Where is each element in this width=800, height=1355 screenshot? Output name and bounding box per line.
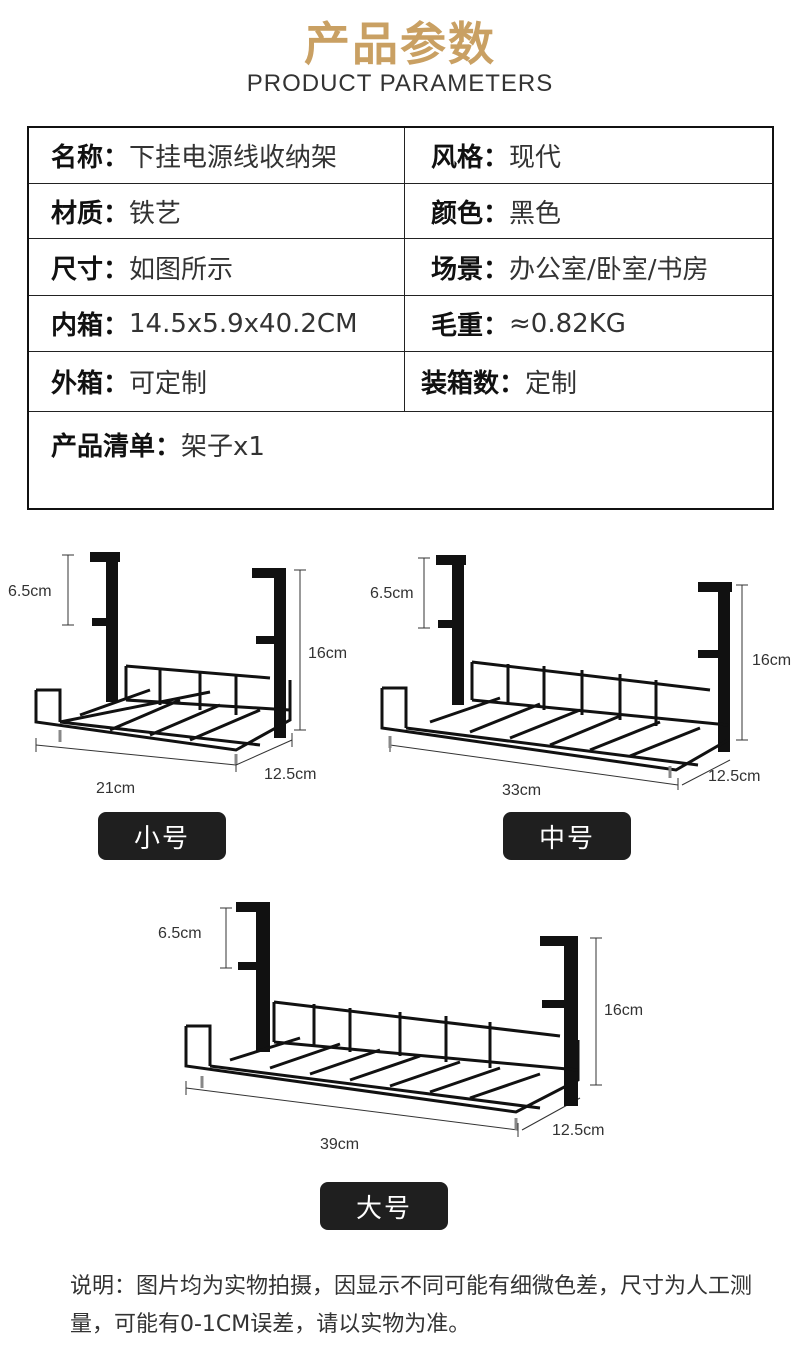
column-divider [404, 128, 405, 183]
table-row: 内箱：14.5x5.9x40.2CM 毛重：≈0.82KG [29, 296, 772, 352]
product-medium: 6.5cm 16cm 33cm 12.5cm 中号 [360, 540, 800, 870]
column-divider [404, 239, 405, 295]
param-list: 产品清单：架子x1 [51, 431, 265, 462]
product-large: 6.5cm 16cm 39cm 12.5cm 大号 [150, 890, 650, 1235]
large-length-dimension: 39cm [320, 1136, 360, 1153]
column-divider [404, 184, 405, 238]
small-clamp-dimension: 6.5cm [8, 583, 52, 600]
table-row: 外箱：可定制 装箱数：定制 [29, 352, 772, 412]
param-scene: 场景：办公室/卧室/书房 [431, 254, 709, 285]
page-title: 产品参数 [304, 17, 496, 71]
column-divider [404, 296, 405, 351]
column-divider [404, 352, 405, 411]
small-height-dimension: 16cm [308, 645, 348, 662]
small-depth-dimension: 12.5cm [264, 766, 317, 783]
table-row: 尺寸：如图所示 场景：办公室/卧室/书房 [29, 239, 772, 296]
param-inner-box: 内箱：14.5x5.9x40.2CM [51, 308, 358, 342]
table-row: 材质：铁艺 颜色：黑色 [29, 184, 772, 239]
large-depth-dimension: 12.5cm [552, 1122, 605, 1139]
table-row: 产品清单：架子x1 [29, 412, 772, 508]
large-clamp-dimension: 6.5cm [158, 925, 202, 942]
table-row: 名称：下挂电源线收纳架 风格：现代 [29, 128, 772, 184]
disclaimer-note: 说明：图片均为实物拍摄，因显示不同可能有细微色差，尺寸为人工测量，可能有0-1C… [70, 1274, 753, 1337]
small-rack-drawing [34, 552, 306, 772]
medium-length-dimension: 33cm [502, 782, 542, 799]
param-outer-box: 外箱：可定制 [51, 369, 208, 399]
medium-height-dimension: 16cm [752, 652, 792, 669]
page-subtitle: PRODUCT PARAMETERS [246, 70, 554, 97]
parameter-table: 名称：下挂电源线收纳架 风格：现代 材质：铁艺 颜色：黑色 尺寸：如图所示 场景… [27, 126, 774, 510]
param-material: 材质：铁艺 [51, 198, 182, 229]
large-size-badge: 大号 [320, 1182, 448, 1230]
param-size: 尺寸：如图所示 [51, 254, 234, 285]
param-name: 名称：下挂电源线收纳架 [51, 143, 338, 173]
param-color: 颜色：黑色 [431, 198, 562, 229]
param-gross-weight: 毛重：≈0.82KG [431, 308, 626, 342]
small-length-dimension: 21cm [96, 780, 136, 797]
large-rack-drawing [184, 902, 602, 1137]
param-style: 风格：现代 [431, 143, 562, 173]
medium-depth-dimension: 12.5cm [708, 768, 761, 785]
small-size-badge: 小号 [98, 812, 226, 860]
medium-rack-drawing [380, 555, 748, 792]
medium-size-badge: 中号 [503, 812, 631, 860]
product-small: 6.5cm 16cm 21cm 12.5cm 小号 [0, 540, 400, 870]
large-height-dimension: 16cm [604, 1002, 644, 1019]
medium-clamp-dimension: 6.5cm [370, 585, 414, 602]
param-pack-qty: 装箱数：定制 [421, 369, 578, 399]
